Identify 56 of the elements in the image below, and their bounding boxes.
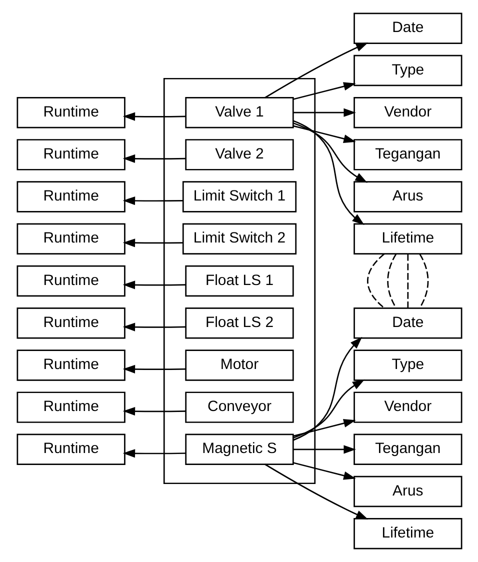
node-box: Float LS 1 bbox=[184, 265, 294, 297]
node-box: Vendor bbox=[353, 392, 462, 423]
node-box: Valve 1 bbox=[184, 96, 294, 128]
node-box: Tegangan bbox=[353, 434, 462, 466]
cluster bbox=[162, 78, 316, 484]
node-box: Runtime bbox=[16, 223, 125, 255]
arrow bbox=[292, 379, 364, 438]
arrow bbox=[264, 42, 368, 98]
node-box: Lifetime bbox=[353, 518, 462, 550]
arrow bbox=[122, 407, 185, 416]
node-box: Tegangan bbox=[353, 139, 462, 170]
arrow bbox=[122, 322, 185, 332]
node-box: Runtime bbox=[16, 139, 125, 170]
arrow bbox=[264, 464, 368, 520]
arrow bbox=[122, 238, 182, 248]
node-box: Limit Switch 1 bbox=[182, 181, 296, 212]
arrow bbox=[292, 419, 356, 437]
node-box: Type bbox=[353, 54, 462, 86]
arrow bbox=[292, 108, 356, 117]
node-box: Type bbox=[353, 350, 462, 381]
node-box: Motor bbox=[184, 350, 294, 381]
arrow bbox=[292, 445, 356, 454]
node-box: Arus bbox=[353, 181, 462, 212]
arrow bbox=[292, 125, 356, 143]
node-box: Limit Switch 2 bbox=[182, 223, 296, 255]
arrow bbox=[122, 364, 185, 374]
arrow bbox=[122, 449, 185, 458]
arrow bbox=[122, 280, 185, 290]
connector bbox=[366, 254, 384, 308]
node-box: Date bbox=[353, 307, 462, 339]
connector bbox=[418, 254, 428, 308]
arrow bbox=[292, 336, 362, 441]
node-box: Runtime bbox=[16, 307, 125, 339]
arrow bbox=[122, 154, 185, 163]
node-box: Vendor bbox=[353, 96, 462, 128]
node-box: Magnetic S bbox=[184, 434, 294, 466]
node-box: Runtime bbox=[16, 434, 125, 466]
node-box: Lifetime bbox=[353, 223, 462, 255]
node-box: Runtime bbox=[16, 265, 125, 297]
arrow bbox=[292, 122, 367, 183]
arrow bbox=[122, 112, 185, 121]
arrow bbox=[292, 120, 364, 225]
arrow bbox=[122, 196, 182, 206]
node-box: Runtime bbox=[16, 392, 125, 423]
node-box: Float LS 2 bbox=[184, 307, 294, 339]
arrow bbox=[292, 82, 356, 100]
node-box: Runtime bbox=[16, 181, 125, 212]
connector bbox=[386, 254, 396, 308]
node-box: Valve 2 bbox=[184, 139, 294, 170]
node-box: Conveyor bbox=[184, 392, 294, 423]
node-box: Runtime bbox=[16, 350, 125, 381]
arrow bbox=[292, 462, 356, 480]
node-box: Runtime bbox=[16, 96, 125, 128]
connector bbox=[406, 254, 408, 308]
node-box: Date bbox=[353, 12, 462, 44]
node-box: Arus bbox=[353, 476, 462, 508]
